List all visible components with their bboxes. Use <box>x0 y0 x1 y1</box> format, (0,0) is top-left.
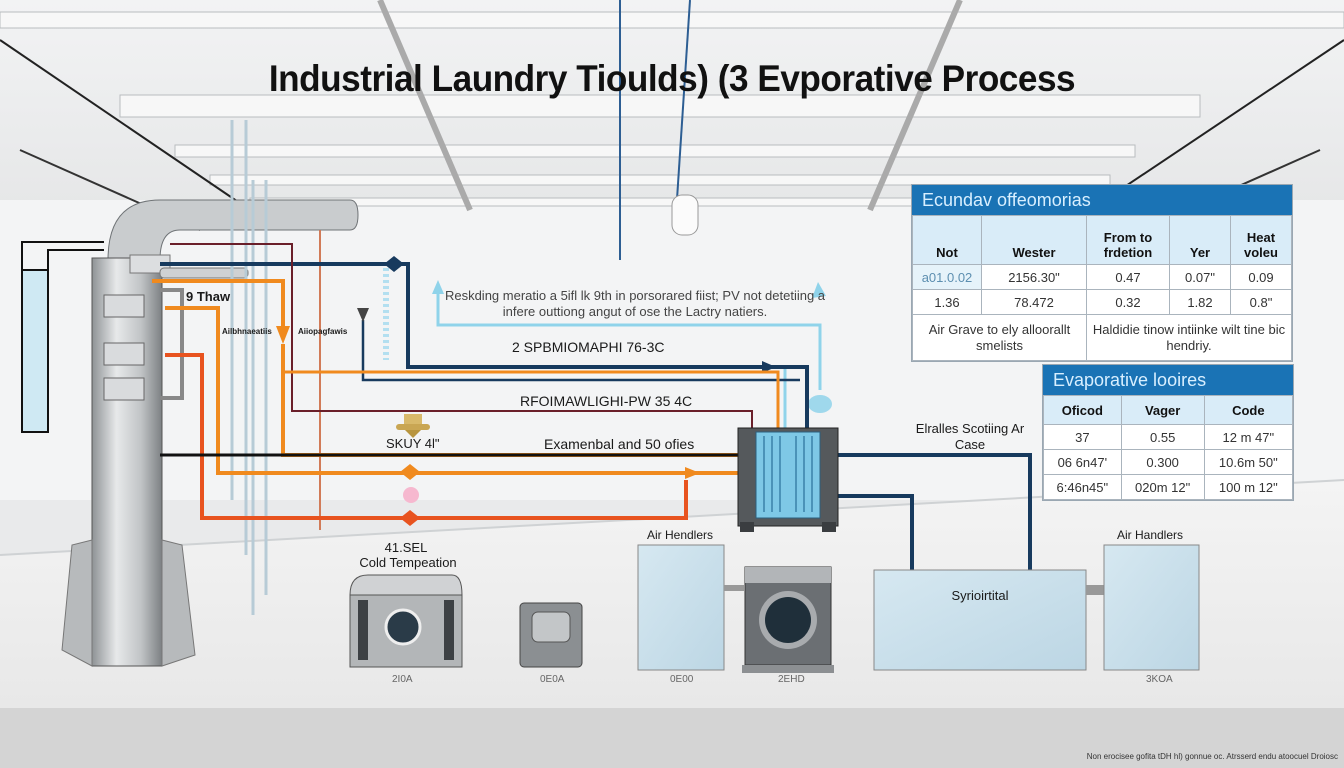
valve-label: SKUY 4l" <box>386 436 440 451</box>
table-cell: 0.47 <box>1086 264 1170 290</box>
column-header: Vager <box>1120 395 1205 425</box>
equipment-caption: 0E00 <box>670 674 694 685</box>
air-handlers-center-label: Air Hendlers <box>646 528 714 542</box>
table-cell: 78.472 <box>981 289 1087 315</box>
table-cell: 0.8" <box>1230 289 1292 315</box>
equipment-caption: 3KOA <box>1146 674 1173 685</box>
page-title: Industrial Laundry Tioulds) (3 Evporativ… <box>268 58 1076 99</box>
air-handler-center <box>637 544 744 671</box>
table-note: Haldidie tinow intiinke wilt tine bic he… <box>1086 314 1292 361</box>
valve-icon <box>396 414 430 438</box>
column-header: Heat voleu <box>1230 215 1292 265</box>
hot-line-1 <box>152 279 285 330</box>
cold-unit-value: 41.SEL <box>384 540 428 555</box>
table-cell: 1.36 <box>912 289 982 315</box>
table-row: 6:46n45" 020m 12" 100 m 12" <box>1043 474 1294 500</box>
equipment-caption: 2I0A <box>392 674 413 685</box>
table-cell: 2156.30" <box>981 264 1087 290</box>
table-cell: 0.55 <box>1120 424 1205 450</box>
table-title: Ecundav offeomorias <box>912 185 1292 215</box>
process-note: Reskding meratio a 5ifl lk 9th in porsor… <box>444 288 826 319</box>
cold-unit <box>349 574 463 668</box>
hot-line-2 <box>165 306 740 475</box>
data-table-main: Ecundav offeomorias Not Wester From to f… <box>911 184 1293 362</box>
column-header: Oficod <box>1043 395 1122 425</box>
table-header-row: Not Wester From to frdetion Yer Heat vol… <box>912 215 1292 265</box>
column-header: Wester <box>981 215 1087 265</box>
footer-band: Non erocisee gofita tDH hl) gonnue oc. A… <box>0 708 1344 768</box>
equipment-caption: 2EHD <box>778 674 805 685</box>
line-label-1: 2 SPBMIOMAPHI 76-3C <box>512 339 665 355</box>
table-cell: 37 <box>1043 424 1122 450</box>
column-header: Code <box>1203 395 1294 425</box>
ceiling-beams <box>0 0 1344 260</box>
table-note: Air Grave to ely alloorallt smelists <box>912 314 1087 361</box>
table-cell: 6:46n45" <box>1043 474 1122 500</box>
synthetic-label: Syrioirtital <box>951 588 1009 603</box>
cold-outlet-line <box>838 453 1032 570</box>
scotting-label: Elralles Scotiing Ar Case <box>915 421 1025 452</box>
table-cell: 10.6m 50" <box>1203 449 1294 475</box>
table-header-row: Oficod Vager Code <box>1043 395 1294 425</box>
return-line <box>170 243 753 428</box>
air-handler-right <box>1103 544 1200 671</box>
table-note-row: Air Grave to ely alloorallt smelists Hal… <box>912 314 1292 361</box>
small-tag-right: Aiiopagfawis <box>298 327 348 336</box>
table-cell: 0.09 <box>1230 264 1292 290</box>
heat-exchanger <box>737 427 839 532</box>
table-cell: 100 m 12" <box>1203 474 1294 500</box>
table-cell: a01.0.02 <box>912 264 982 290</box>
line-label-2: RFOIMAWLIGHI-PW 35 4C <box>520 393 693 409</box>
footer-text: Non erocisee gofita tDH hl) gonnue oc. A… <box>1086 752 1338 761</box>
table-row: a01.0.02 2156.30" 0.47 0.07" 0.09 <box>912 264 1292 290</box>
table-cell: 1.82 <box>1169 289 1231 315</box>
cold-supply-line <box>160 262 809 430</box>
small-tag-left: Ailbhnaeatiis <box>222 327 272 336</box>
table-cell: 12 m 47" <box>1203 424 1294 450</box>
cold-unit-label: Cold Tempeation <box>359 555 457 570</box>
equipment-caption: 0E0A <box>540 674 565 685</box>
data-table-evaporative: Evaporative looires Oficod Vager Code 37… <box>1042 364 1294 501</box>
piping <box>152 243 1032 570</box>
column-label: 9 Thaw <box>186 289 231 304</box>
table-row: 06 6n47' 0.300 10.6m 50" <box>1043 449 1294 475</box>
water-droplet <box>808 395 832 413</box>
air-handlers-right-label: Air Handlers <box>1116 528 1184 542</box>
hot-line-3 <box>165 353 688 520</box>
column-header: From to frdetion <box>1086 215 1170 265</box>
synthetic-tank <box>873 569 1106 671</box>
table-row: 1.36 78.472 0.32 1.82 0.8" <box>912 289 1292 315</box>
line-label-3: Examenbal and 50 ofies <box>544 436 695 452</box>
washing-machine <box>742 566 834 673</box>
side-tank <box>21 269 49 433</box>
drain-lines <box>230 120 268 615</box>
small-unit <box>519 602 583 668</box>
water-line <box>436 290 822 390</box>
table-row: 37 0.55 12 m 47" <box>1043 424 1294 450</box>
table-cell: 0.32 <box>1086 289 1170 315</box>
column-header: Yer <box>1169 215 1231 265</box>
table-cell: 0.300 <box>1120 449 1205 475</box>
table-title: Evaporative looires <box>1043 365 1293 395</box>
table-cell: 06 6n47' <box>1043 449 1122 475</box>
column-header: Not <box>912 215 982 265</box>
table-cell: 020m 12" <box>1120 474 1205 500</box>
table-cell: 0.07" <box>1169 264 1231 290</box>
